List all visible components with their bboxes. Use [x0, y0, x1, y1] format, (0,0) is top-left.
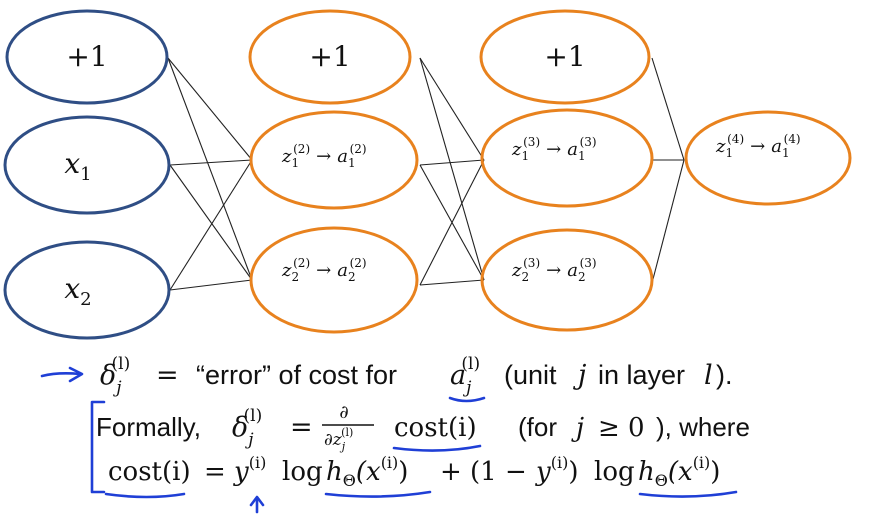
pointer-arrow-shaft: [40, 372, 82, 378]
error-definition-text: “error” of cost for: [196, 360, 397, 390]
node-layer2-unit2: [249, 226, 419, 334]
unit-note-j: j: [573, 360, 586, 391]
equals-3: =: [204, 457, 226, 487]
cost-lhs: cost(i): [108, 457, 191, 487]
node-x1: [3, 115, 171, 215]
label-bias-layer3: +1: [544, 40, 585, 73]
label-output-unit: z1(4)→a1(4): [715, 132, 801, 160]
unit-note-l: l: [704, 360, 713, 391]
edge: [419, 279, 485, 286]
where-text: ), where: [656, 412, 750, 442]
delta-symbol-1: δj(l): [100, 354, 130, 398]
bracket-left: [90, 400, 106, 494]
unit-note-close: ).: [716, 360, 733, 390]
node-output: [684, 110, 852, 206]
label-x1: x1: [64, 147, 91, 185]
hypothesis-1: hΘ(x(i)): [326, 453, 408, 490]
edge: [419, 57, 485, 161]
log-2: log: [594, 457, 635, 487]
node-bias-layer3: [479, 9, 651, 105]
arrow-up-head: [249, 495, 265, 507]
label-bias-input: +1: [66, 40, 107, 73]
partial-numerator: ∂: [339, 402, 348, 423]
partial-denominator: ∂zj(l): [324, 426, 353, 453]
formally-label: Formally,: [96, 412, 201, 442]
cost-term: cost(i): [394, 413, 477, 443]
underline-activation: [448, 396, 486, 403]
one-minus: (1 −: [470, 457, 527, 487]
activation-symbol: aj(l): [450, 354, 480, 398]
label-layer3-unit1: z1(3)→a1(3): [511, 135, 597, 163]
edges-layer1-layer2: [167, 57, 253, 291]
pointer-arrow-head: [68, 366, 84, 383]
edge: [651, 159, 685, 284]
for-j: j: [571, 413, 584, 443]
edge: [167, 57, 253, 161]
label-layer2-unit1: z1(2)→a1(2): [281, 142, 367, 170]
cost-equation: cost(i) = y(i) log hΘ(x(i)) + (1 − y(i))…: [108, 453, 720, 490]
unit-labels: z1(2)→a1(2) z2(2)→a2(2) z1(3)→a1(3) z2(3…: [281, 132, 801, 284]
edge: [169, 164, 253, 281]
edge: [419, 159, 485, 286]
edge: [169, 159, 253, 291]
edge: [419, 57, 485, 281]
edges-layer2-layer3: [419, 57, 485, 286]
node-layer3-unit1: [480, 108, 654, 208]
node-labels: +1 x1 x2 +1 +1: [64, 40, 585, 310]
unit-note-layer: in layer: [598, 360, 685, 390]
underline-cost: [392, 444, 482, 452]
input-layer: [3, 9, 171, 340]
equals-1: =: [156, 360, 179, 391]
label-x2: x2: [64, 272, 91, 310]
log-1: log: [282, 457, 323, 487]
hypothesis-2: hΘ(x(i)): [638, 453, 720, 490]
node-layer2-unit1: [249, 110, 419, 210]
underline-hypothesis-2: [638, 490, 738, 498]
edges-layer3-layer4: [651, 57, 685, 284]
label-layer3-unit2: z2(3)→a2(3): [511, 256, 597, 284]
underline-cost-lhs: [104, 492, 186, 499]
node-bias-layer2: [248, 9, 412, 105]
node-layer3-unit2: [480, 228, 654, 332]
label-layer2-unit2: z2(2)→a2(2): [281, 256, 367, 284]
definition-line-2: Formally, δj(l) = ∂ ∂zj(l) cost(i) (for …: [96, 402, 750, 453]
node-bias-input: [5, 9, 169, 105]
underline-hypothesis-1: [324, 490, 432, 498]
hidden-layer-3: [479, 9, 654, 332]
edge: [167, 57, 253, 281]
edge: [169, 279, 253, 291]
for-open: (for: [518, 412, 557, 442]
hidden-layer-2: [248, 9, 419, 334]
node-x2: [3, 240, 171, 340]
edge: [169, 159, 253, 166]
definition-line-1: δj(l) = “error” of cost for aj(l) (unit …: [100, 354, 733, 398]
handwritten-annotations: [40, 366, 738, 514]
edge: [651, 57, 685, 161]
edge: [419, 159, 485, 166]
y-term: y(i): [233, 453, 266, 487]
geq-zero: ≥ 0: [598, 413, 645, 443]
unit-note-open: (unit: [504, 360, 557, 390]
y-term-2: y(i)): [535, 453, 578, 487]
label-bias-layer2: +1: [309, 40, 350, 73]
output-layer: [684, 110, 852, 206]
delta-symbol-2: δj(l): [232, 406, 262, 450]
plus: +: [440, 457, 462, 487]
equals-2: =: [290, 412, 313, 443]
